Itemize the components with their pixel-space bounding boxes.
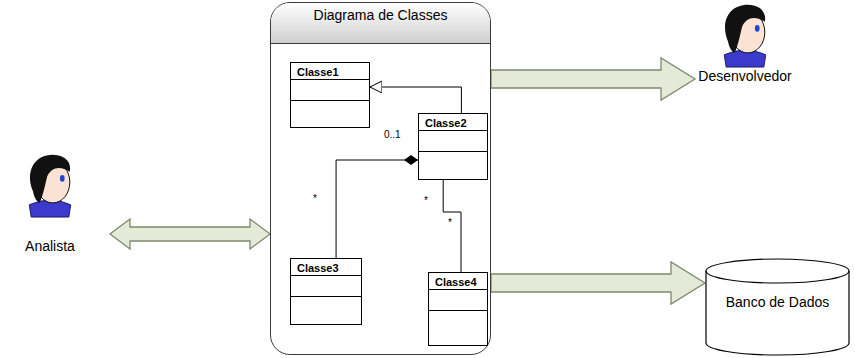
node-label: Analista	[0, 238, 100, 254]
class-name: Classe1	[291, 63, 369, 80]
multiplicity-label: *	[447, 217, 453, 229]
class-name: Classe2	[419, 114, 487, 131]
database-cylinder: Banco de Dados	[705, 258, 850, 356]
class-box: Classe2	[418, 113, 488, 180]
diagram-panel: Diagrama de ClassesClasse1Classe2Classe3…	[270, 2, 491, 355]
block-arrow	[110, 219, 270, 249]
panel-header: Diagrama de Classes	[271, 3, 490, 44]
actor-figure: Analista	[0, 152, 100, 254]
uml-relation	[443, 180, 461, 272]
person-icon	[715, 2, 775, 68]
class-compartment	[419, 131, 487, 152]
class-box: Classe1	[290, 62, 370, 128]
panel-title: Diagrama de Classes	[271, 3, 490, 24]
uml-relation	[370, 87, 461, 113]
person-icon	[20, 152, 80, 218]
class-compartment	[429, 290, 487, 311]
class-compartment	[291, 276, 361, 297]
class-compartment	[291, 80, 369, 101]
node-label: Desenvolvedor	[695, 68, 795, 84]
class-name: Classe4	[429, 273, 487, 290]
multiplicity-label: *	[312, 193, 318, 205]
uml-relation	[336, 160, 418, 258]
block-arrow	[491, 58, 695, 100]
actor-figure: Desenvolvedor	[695, 2, 795, 84]
class-box: Classe3	[290, 258, 362, 325]
class-name: Classe3	[291, 259, 361, 276]
block-arrow	[491, 262, 705, 304]
class-box: Classe4	[428, 272, 488, 346]
node-label: Banco de Dados	[725, 294, 830, 311]
multiplicity-label: *	[423, 195, 429, 207]
multiplicity-label: 0..1	[383, 129, 402, 141]
